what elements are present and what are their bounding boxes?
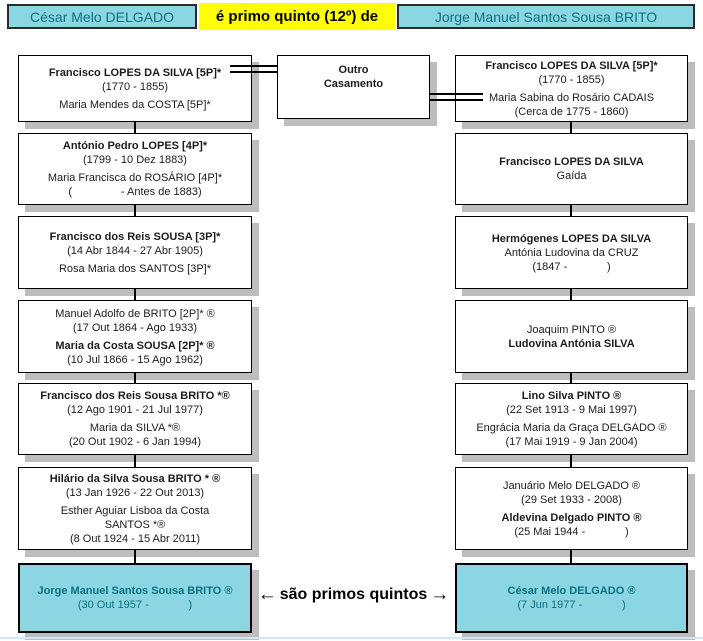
marriage-double-line xyxy=(230,65,277,67)
subject-box-left: Jorge Manuel Santos Sousa BRITO ® (30 Ou… xyxy=(18,563,252,633)
left-parents-box: Hilário da Silva Sousa BRITO * ® (13 Jan… xyxy=(18,467,252,550)
marriage-double-line xyxy=(230,71,277,73)
left-ancestor-box-gen1: Francisco dos Reis Sousa BRITO *® (12 Ag… xyxy=(18,383,252,455)
spouse-name: Engrácia Maria da Graça DELGADO ® xyxy=(476,422,667,434)
right-arrow-icon: → xyxy=(430,584,450,605)
other-marriage-label: Casamento xyxy=(323,78,384,90)
connector-line xyxy=(134,122,136,133)
left-ancestor-box-gen5: Francisco LOPES DA SILVA [5P]* (1770 - 1… xyxy=(18,55,252,122)
spouse-name: Maria Mendes da COSTA [5P]* xyxy=(59,98,211,111)
spouse-dates: (Cerca de 1775 - 1860) xyxy=(514,105,629,118)
other-marriage-label: Outro xyxy=(338,64,369,76)
spouse-name: Maria da SILVA *® xyxy=(89,422,181,434)
connector-line xyxy=(570,205,572,216)
spouse-name: Antónia Ludovina da CRUZ xyxy=(504,246,639,259)
bottom-edge-line xyxy=(0,637,703,639)
left-ancestor-box-gen3: Francisco dos Reis SOUSA [3P]* (14 Abr 1… xyxy=(18,216,252,289)
spouse-name: Maria Francisca do ROSÁRIO [4P]* xyxy=(47,172,223,184)
spouse-name: Aldevina Delgado PINTO ® xyxy=(501,511,642,524)
spouse-dates: (10 Jul 1866 - 15 Ago 1962) xyxy=(67,353,203,366)
spouse-dates: (1847 - ) xyxy=(532,260,611,273)
right-ancestor-box-gen5: Francisco LOPES DA SILVA [5P]* (1770 - 1… xyxy=(455,55,688,122)
connector-line xyxy=(134,550,136,563)
connector-line xyxy=(570,373,572,383)
relation-caption: ← são primos quintos → xyxy=(252,584,455,606)
person-name: Francisco dos Reis SOUSA [3P]* xyxy=(49,230,221,243)
person-dates: (1770 - 1855) xyxy=(101,80,169,93)
subject-box-right: César Melo DELGADO ® (7 Jun 1977 - ) xyxy=(455,563,688,633)
person-name: Januário Melo DELGADO ® xyxy=(502,479,641,492)
person-name: Manuel Adolfo de BRITO [2P]* ® xyxy=(55,307,215,320)
person-name: Francisco dos Reis Sousa BRITO *® xyxy=(40,390,230,402)
right-parents-box: Januário Melo DELGADO ® (29 Set 1933 - 2… xyxy=(455,467,688,550)
connector-line xyxy=(570,289,572,300)
connector-line xyxy=(134,289,136,300)
spouse-name: Ludovina Antónia SILVA xyxy=(508,337,635,350)
person-name: António Pedro LOPES [4P]* xyxy=(62,140,208,152)
person-name: Francisco LOPES DA SILVA xyxy=(499,156,644,168)
connector-line xyxy=(570,550,572,563)
spouse-name: Rosa Maria dos SANTOS [3P]* xyxy=(58,262,212,275)
connector-line xyxy=(134,373,136,383)
subject-name: César Melo DELGADO ® xyxy=(507,585,636,597)
right-ancestor-box-gen3: Hermógenes LOPES DA SILVA Antónia Ludovi… xyxy=(455,216,688,289)
person-dates: (22 Set 1913 - 9 Mai 1997) xyxy=(506,404,637,416)
marriage-double-line xyxy=(430,93,483,95)
marriage-double-line xyxy=(430,99,483,101)
connector-line xyxy=(134,455,136,467)
spouse-name: Maria Sabina do Rosário CADAIS xyxy=(488,91,655,104)
person-name: Joaquim PINTO ® xyxy=(526,323,617,336)
spouse-dates: (17 Mai 1919 - 9 Jan 2004) xyxy=(505,436,638,448)
left-arrow-icon: ← xyxy=(257,584,277,605)
right-ancestor-box-gen2: Joaquim PINTO ® Ludovina Antónia SILVA xyxy=(455,300,688,373)
person-name: Francisco LOPES DA SILVA [5P]* xyxy=(485,59,658,72)
right-ancestor-box-gen1: Lino Silva PINTO ® (22 Set 1913 - 9 Mai … xyxy=(455,383,688,455)
connector-line xyxy=(570,122,572,133)
person-dates: (14 Abr 1844 - 27 Abr 1905) xyxy=(67,244,203,257)
connector-line xyxy=(134,205,136,216)
header-person-right: Jorge Manuel Santos Sousa BRITO xyxy=(397,4,695,29)
subject-dates: (7 Jun 1977 - ) xyxy=(517,599,626,611)
header-person-left: César Melo DELGADO xyxy=(7,4,197,29)
person-name: Hilário da Silva Sousa BRITO * ® xyxy=(49,472,221,485)
person-name: Francisco LOPES DA SILVA [5P]* xyxy=(48,66,222,79)
spouse-dates: (8 Out 1924 - 15 Abr 2011) xyxy=(69,532,201,545)
spouse-dates: ( - Antes de 1883) xyxy=(68,186,202,198)
right-ancestor-box-gen4: Francisco LOPES DA SILVA Gaída xyxy=(455,133,688,205)
connector-line xyxy=(570,455,572,467)
person-dates: (1770 - 1855) xyxy=(538,73,605,86)
other-marriage-box: Outro Casamento xyxy=(277,55,430,119)
relation-caption-text: são primos quintos xyxy=(279,586,428,603)
person-name: Hermógenes LOPES DA SILVA xyxy=(491,232,652,245)
subject-dates: (30 Out 1957 - ) xyxy=(77,599,193,611)
person-dates: (12 Ago 1901 - 21 Jul 1977) xyxy=(67,404,203,416)
spouse-dates: (20 Out 1902 - 6 Jan 1994) xyxy=(68,436,202,448)
person-name: Lino Silva PINTO ® xyxy=(521,390,622,402)
left-ancestor-box-gen2: Manuel Adolfo de BRITO [2P]* ® (17 Out 1… xyxy=(18,300,252,373)
person-dates: (29 Set 1933 - 2008) xyxy=(521,493,622,506)
person-dates: (13 Jan 1926 - 22 Out 2013) xyxy=(65,486,205,499)
left-ancestor-box-gen4: António Pedro LOPES [4P]* (1799 - 10 Dez… xyxy=(18,133,252,205)
spouse-name: Gaída xyxy=(556,170,587,182)
spouse-dates: (25 Mai 1944 - ) xyxy=(514,525,629,538)
person-dates: (1799 - 10 Dez 1883) xyxy=(83,154,187,166)
header-relation-label: é primo quinto (12º) de xyxy=(199,3,395,30)
subject-name: Jorge Manuel Santos Sousa BRITO ® xyxy=(37,585,233,597)
spouse-name: Esther Aguiar Lisboa da Costa SANTOS *® xyxy=(60,504,213,531)
person-dates: (17 Out 1864 - Ago 1933) xyxy=(72,321,198,334)
spouse-name: Maria da Costa SOUSA [2P]* ® xyxy=(55,339,215,352)
